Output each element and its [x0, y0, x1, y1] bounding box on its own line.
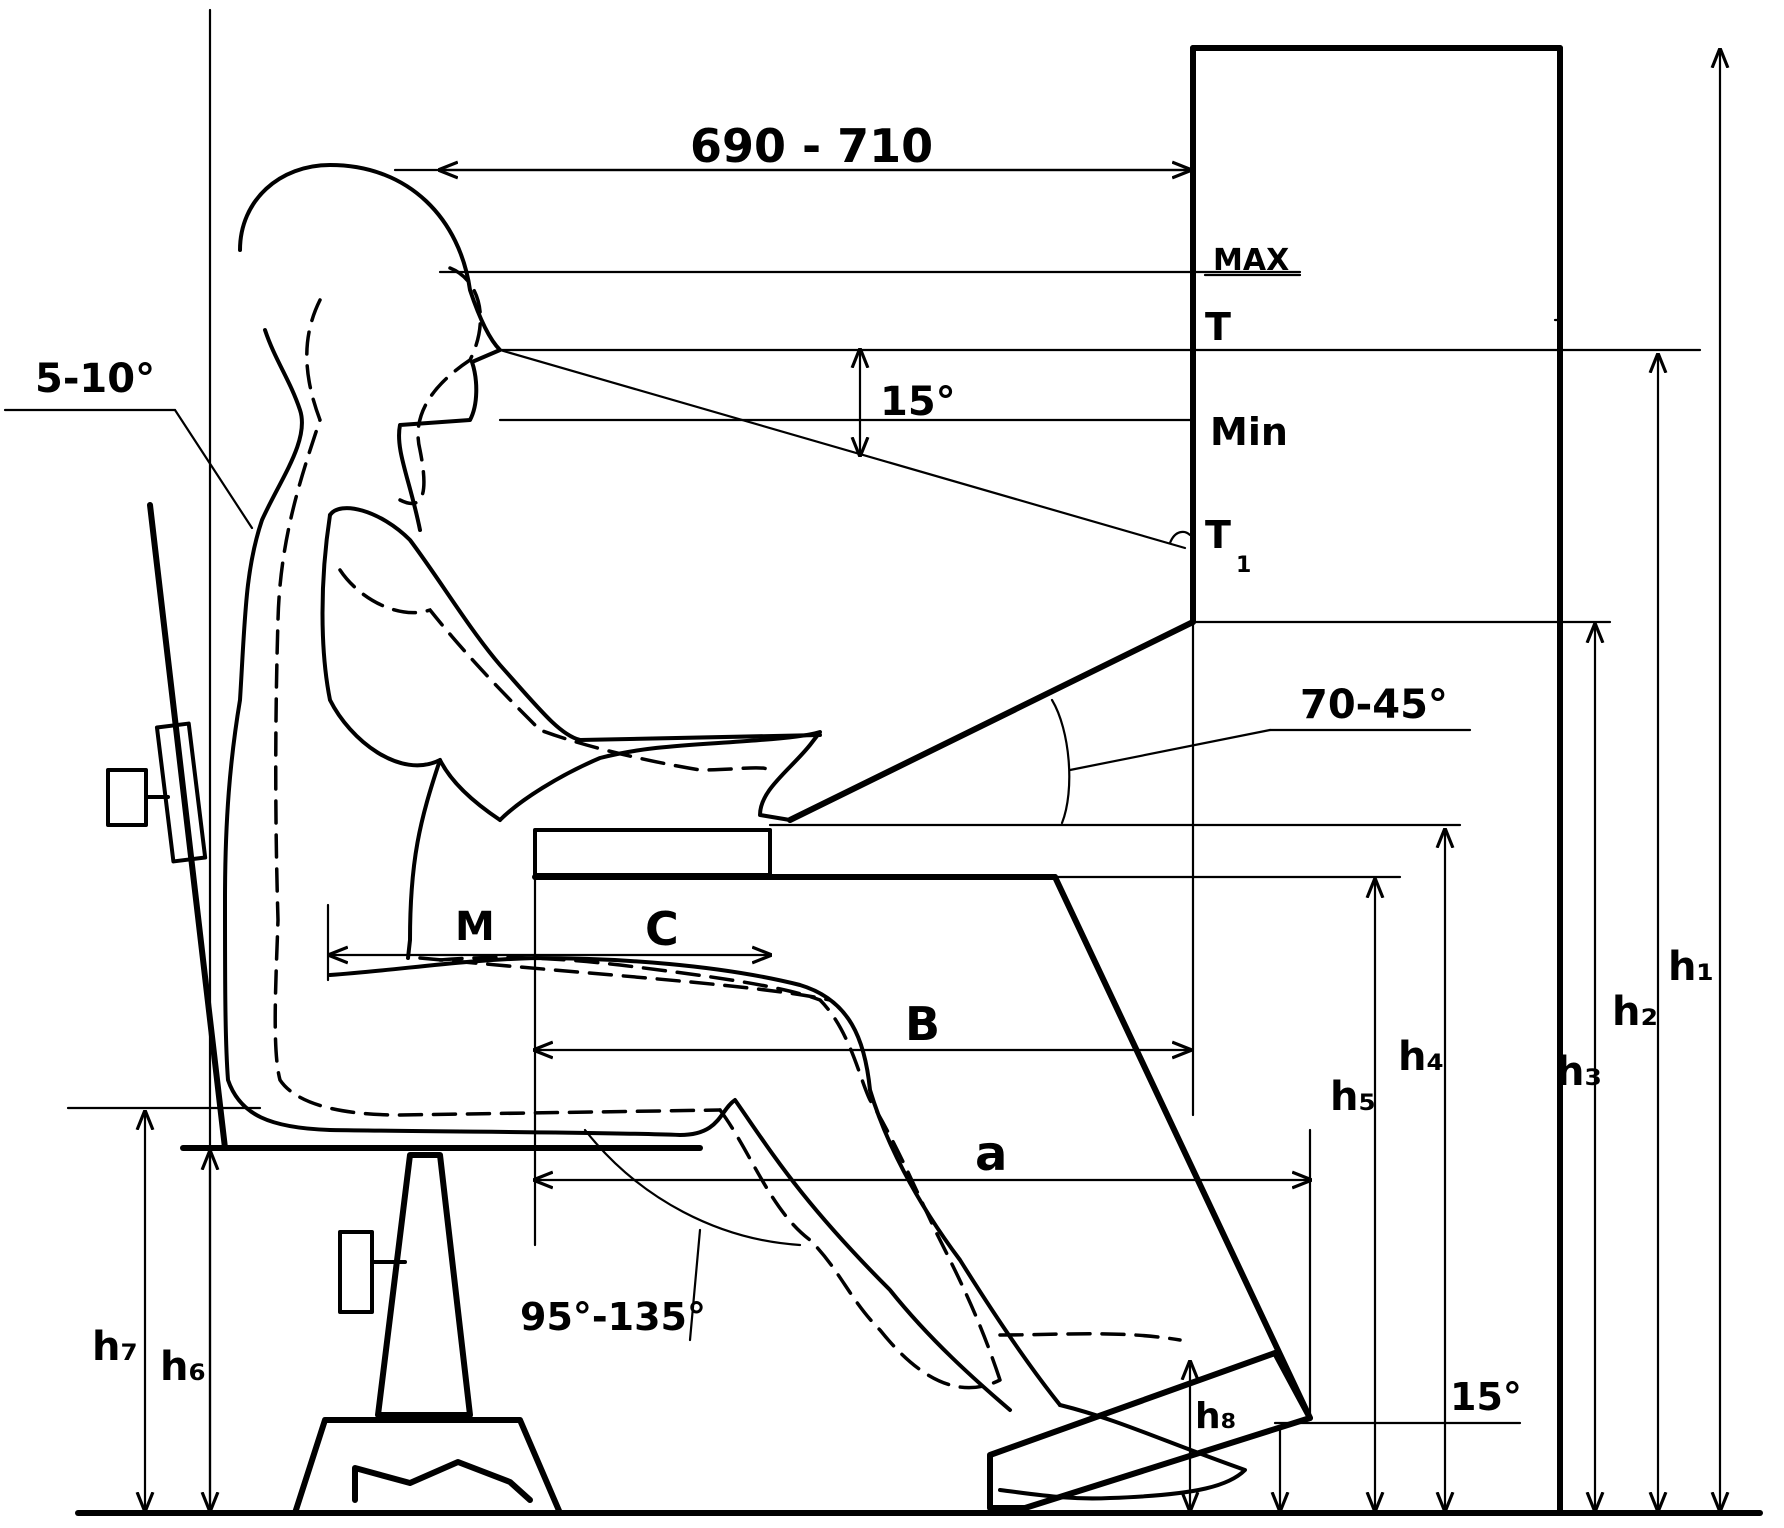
label-min: Min	[1210, 410, 1288, 454]
label-h7: h₇	[92, 1324, 138, 1370]
sight-lines	[3, 8, 1702, 1515]
chair	[106, 502, 703, 1516]
label-h5: h₅	[1330, 1074, 1376, 1120]
label-foot-angle: 15°	[1450, 1375, 1522, 1419]
monitor-panel	[1190, 45, 1563, 1516]
label-t1-sub: 1	[1236, 553, 1251, 578]
label-distance: 690 - 710	[690, 119, 933, 173]
label-h4: h₄	[1398, 1034, 1444, 1080]
labels: 690 - 710 MAX T Min T 1 15° 5-10° 70-45°…	[35, 119, 1714, 1437]
label-t: T	[1205, 305, 1231, 349]
label-h8: h₈	[1195, 1396, 1236, 1437]
label-t1: T	[1205, 513, 1231, 557]
desk	[532, 619, 1462, 1421]
label-back-angle: 5-10°	[35, 356, 155, 402]
label-view-angle: 15°	[880, 379, 956, 425]
label-h3: h₃	[1556, 1049, 1602, 1095]
label-arm-angle: 70-45°	[1300, 682, 1448, 728]
dimension-arrows	[145, 50, 1720, 1510]
label-c: C	[645, 902, 679, 956]
seated-person	[223, 163, 1247, 1501]
label-b: B	[905, 997, 940, 1051]
label-max: MAX	[1213, 243, 1289, 278]
label-h2: h₂	[1612, 989, 1658, 1035]
label-m: M	[455, 904, 495, 950]
label-a: a	[975, 1126, 1007, 1182]
person-alt-posture	[273, 266, 1182, 1390]
footrest	[987, 1350, 1313, 1511]
label-h6: h₆	[160, 1344, 206, 1390]
label-knee-angle: 95°-135°	[520, 1295, 706, 1339]
label-h1: h₁	[1668, 944, 1714, 990]
